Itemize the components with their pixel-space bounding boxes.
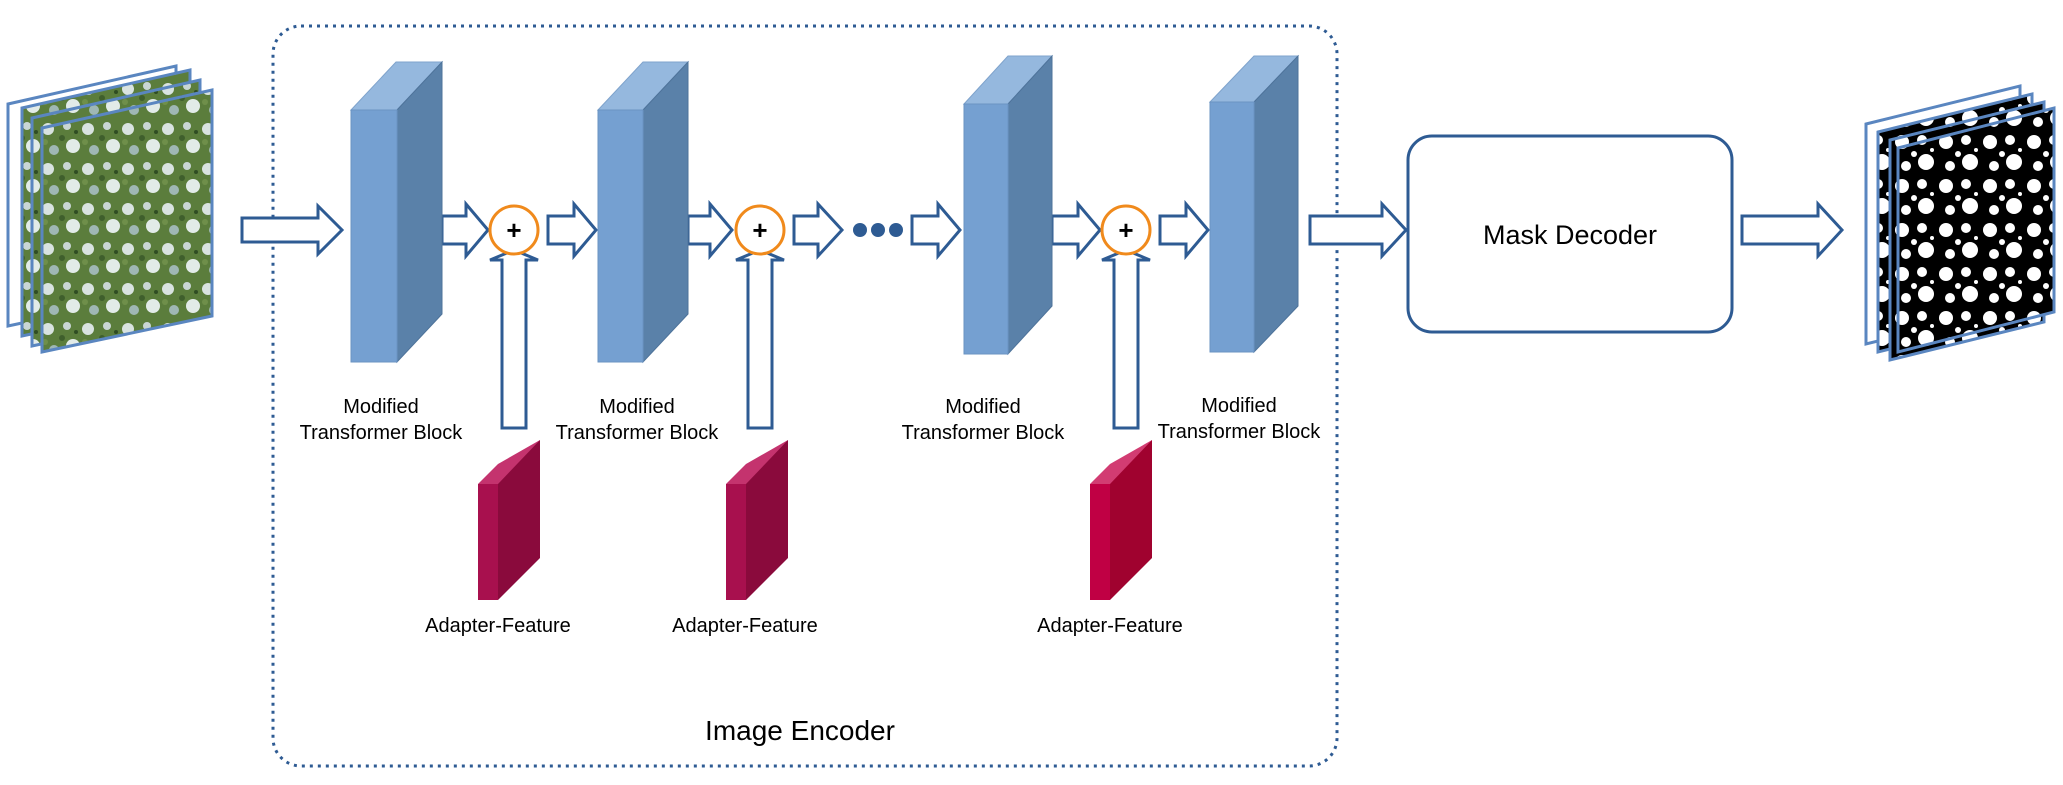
transformer-block-4: [1208, 54, 1300, 354]
arrow-plus3-to-block4: [1158, 199, 1210, 261]
mask-decoder-label: Mask Decoder: [1483, 220, 1657, 250]
transformer-block-2: [596, 60, 690, 364]
block2-label-line1: Modified: [599, 396, 675, 418]
block3-label-line2: Transformer Block: [902, 422, 1066, 444]
arrow-block4-to-decoder: [1308, 200, 1409, 260]
input-image-stack: [6, 64, 214, 354]
arrow-block3-to-plus3: [1050, 199, 1102, 261]
plus-icon: +: [1118, 215, 1133, 245]
arrow-block1-to-plus1: [440, 199, 490, 261]
adapter-feature-3: [1090, 440, 1152, 600]
arrow-dots-to-block3: [910, 199, 962, 261]
plus-node-1: +: [488, 204, 540, 256]
output-mask-stack: [1864, 84, 2056, 362]
adapter-feature-1: [478, 440, 540, 600]
arrow-adapter1-up: [489, 248, 539, 430]
block4-label-line1: Modified: [1201, 395, 1277, 417]
arrows: [240, 199, 1845, 430]
plus-icon: +: [752, 215, 767, 245]
arrow-plus1-to-block2: [546, 199, 598, 261]
arrow-input-to-block1: [240, 202, 345, 258]
plus-icon: +: [506, 215, 521, 245]
image-encoder-frame: [271, 24, 1339, 768]
arrow-block2-to-plus2: [686, 199, 734, 261]
block4-label-line2: Transformer Block: [1158, 421, 1322, 443]
mask-decoder-box: [1406, 134, 1734, 334]
adapter-feature-2: [726, 440, 788, 600]
arrow-adapter3-up: [1101, 248, 1151, 430]
arrow-adapter2-up: [735, 248, 785, 430]
plus-node-3: +: [1100, 204, 1152, 256]
adapter1-label: Adapter-Feature: [425, 615, 571, 637]
adapter3-label: Adapter-Feature: [1037, 615, 1183, 637]
arrow-plus2-to-dots: [792, 200, 845, 260]
adapter2-label: Adapter-Feature: [672, 615, 818, 637]
transformer-block-3: [962, 54, 1054, 356]
block3-label-line1: Modified: [945, 396, 1021, 418]
ellipsis-dots-icon: [853, 223, 903, 237]
block1-label-line1: Modified: [343, 396, 419, 418]
transformer-block-1: [349, 60, 444, 364]
block1-label-line2: Transformer Block: [300, 422, 464, 444]
block2-label-line2: Transformer Block: [556, 422, 720, 444]
plus-node-2: +: [734, 204, 786, 256]
image-encoder-title: Image Encoder: [705, 715, 895, 746]
arrow-decoder-to-output: [1740, 200, 1845, 260]
